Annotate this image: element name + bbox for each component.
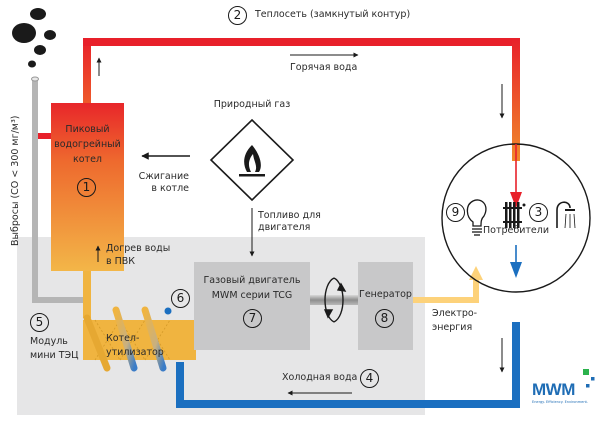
number-badge-6: 6 (171, 289, 190, 308)
module-label-1: Модуль (30, 336, 68, 347)
heat-network-label: Теплосеть (замкнутый контур) (255, 9, 411, 20)
flame-icon (239, 145, 265, 177)
hot-pipe-down (512, 38, 520, 161)
boiler-label-1: Пиковый (65, 124, 110, 135)
logo-brand-text: MWM (532, 380, 575, 399)
cold-water-label: Холодная вода (282, 372, 358, 383)
number-badge-9: 9 (446, 203, 465, 222)
exhaust-pipe (32, 80, 88, 303)
logo-tagline: Energy. Efficiency. Environment. (532, 400, 589, 404)
number-badge-8: 8 (375, 309, 394, 328)
mwm-logo (583, 369, 595, 388)
number-badge-5: 5 (30, 313, 49, 332)
recovery-label-2: утилизатор (106, 347, 164, 358)
hot-pipe-riser (83, 38, 91, 104)
natural-gas-diamond (209, 118, 295, 202)
generator (358, 262, 413, 350)
radiator-icon (503, 202, 526, 228)
electricity-label-1: Электро- (432, 308, 478, 319)
generator-label: Генератор (359, 289, 412, 300)
boiler-label-3: котел (72, 154, 102, 165)
combustion-label-1: Сжигание (138, 171, 189, 182)
smoke-icon (12, 8, 56, 68)
gas-engine (194, 262, 310, 350)
natural-gas-label: Природный газ (213, 99, 291, 110)
number-badge-7: 7 (243, 309, 262, 328)
engine-fuel-label-2: двигателя (258, 222, 311, 233)
light-bulb-icon (466, 199, 487, 236)
engine-fuel-label-1: Топливо для (258, 210, 321, 221)
rotation-icon (323, 277, 347, 323)
consumers-label: Потребители (483, 225, 550, 236)
cold-pipe (176, 322, 520, 408)
drive-shaft (310, 295, 358, 305)
boiler-label-2: водогрейный (54, 139, 121, 150)
number-badge-1: 1 (77, 178, 96, 197)
module-label-2: мини ТЭЦ (30, 350, 79, 361)
number-badge-4: 4 (360, 369, 379, 388)
electricity-label-2: энергия (432, 322, 473, 333)
reheat-label-1: Догрев воды (106, 243, 171, 254)
heat-exchanger-coil (83, 306, 172, 372)
electricity-line (413, 277, 479, 303)
number-badge-3: 3 (529, 203, 548, 222)
number-badge-2: 2 (228, 6, 247, 25)
reheat-label-2: в ПВК (106, 256, 136, 267)
shower-icon (556, 201, 576, 229)
emissions-label: Выбросы (CO < 300 мг/м³) (10, 115, 21, 246)
hot-pipe-top (83, 38, 520, 46)
engine-label-1: Газовый двигатель (203, 275, 301, 286)
hot-water-label: Горячая вода (290, 62, 358, 73)
engine-label-2: MWM серии TCG (211, 290, 293, 301)
recovery-label-1: Котел- (106, 333, 140, 344)
combustion-label-2: в котле (151, 183, 189, 194)
